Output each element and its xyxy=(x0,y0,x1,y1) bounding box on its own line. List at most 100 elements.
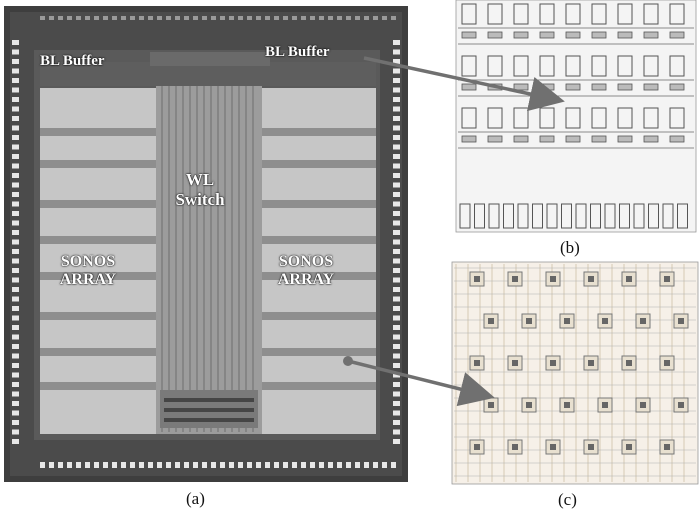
bond-pad xyxy=(58,462,63,468)
bond-pad xyxy=(292,16,297,20)
layout-cell xyxy=(461,3,477,25)
bond-pad xyxy=(166,16,171,20)
bond-pad xyxy=(393,182,400,188)
array-stripe xyxy=(40,200,156,208)
bond-pad xyxy=(175,16,180,20)
bond-pad xyxy=(328,16,333,20)
bond-pad xyxy=(355,16,360,20)
bond-pad xyxy=(393,439,400,444)
bond-pad xyxy=(393,268,400,273)
array-cell-contact xyxy=(512,360,518,366)
bond-pad xyxy=(310,462,315,468)
bond-pad xyxy=(393,372,400,378)
array-stripe xyxy=(262,128,376,136)
bond-pad xyxy=(393,344,400,349)
bond-pad xyxy=(121,462,126,468)
bond-pad xyxy=(319,16,324,20)
bond-pad xyxy=(12,277,19,283)
layout-cell xyxy=(503,203,514,229)
bond-pad xyxy=(12,97,19,102)
bond-pad xyxy=(393,420,400,425)
array-cell-contact xyxy=(640,402,646,408)
bond-pad xyxy=(157,462,162,468)
layout-cell xyxy=(669,55,685,77)
array-cell-contact xyxy=(588,444,594,450)
bond-pad xyxy=(393,230,400,235)
bond-pad xyxy=(12,439,19,444)
bond-pad xyxy=(393,78,400,83)
array-cell-contact xyxy=(512,276,518,282)
wl-switch-region xyxy=(156,70,262,434)
bond-pad xyxy=(393,173,400,178)
bond-pad xyxy=(328,462,333,468)
label-wl-switch-line2: Switch xyxy=(175,189,225,209)
array-stripe xyxy=(40,382,156,390)
array-stripe xyxy=(262,272,376,280)
bond-pad xyxy=(193,462,198,468)
bond-pad xyxy=(274,462,279,468)
bond-pad xyxy=(393,201,400,207)
bond-pad xyxy=(130,16,135,20)
array-cell-contact xyxy=(488,402,494,408)
bond-pad xyxy=(12,40,19,45)
sonos-array-left xyxy=(40,88,156,434)
layout-cell xyxy=(669,83,685,91)
bond-pad xyxy=(391,462,396,468)
bond-pad xyxy=(94,16,99,20)
bond-pad xyxy=(393,239,400,245)
layout-cell xyxy=(590,203,601,229)
bond-pad xyxy=(12,68,19,74)
array-cell-contact xyxy=(664,444,670,450)
sonos-array-right xyxy=(262,88,376,434)
array-cell-contact xyxy=(640,318,646,324)
label-wl-switch-line1: WL xyxy=(185,170,215,189)
array-cell-contact xyxy=(588,360,594,366)
bond-pad xyxy=(12,106,19,112)
caption-b: (b) xyxy=(560,238,580,257)
bond-pad xyxy=(301,16,306,20)
bond-pad xyxy=(393,325,400,330)
bond-pad xyxy=(393,192,400,197)
label-sonos-right-line2: ARRAY xyxy=(277,271,335,289)
bond-pad xyxy=(337,16,342,20)
bond-pad xyxy=(265,16,270,20)
layout-cell xyxy=(517,203,529,229)
array-cell-contact xyxy=(564,318,570,324)
bond-pad xyxy=(85,462,90,468)
array-stripe xyxy=(262,382,376,390)
bond-pad xyxy=(393,306,400,311)
bond-pad xyxy=(393,59,400,64)
bond-pad xyxy=(355,462,360,468)
bond-pad xyxy=(265,462,270,468)
array-stripe xyxy=(262,348,376,356)
bond-pad xyxy=(12,372,19,378)
array-stripes xyxy=(40,128,376,390)
layout-cell xyxy=(487,3,503,25)
array-stripe xyxy=(40,128,156,136)
bond-pad xyxy=(238,462,243,468)
layout-cell xyxy=(669,135,685,143)
bond-pad xyxy=(393,401,400,406)
array-stripe xyxy=(40,348,156,356)
label-bl-buffer-left: BL Buffer xyxy=(40,53,105,69)
bond-pad xyxy=(12,230,19,235)
layout-cell xyxy=(662,203,674,229)
bond-pad xyxy=(49,16,54,20)
bond-pad xyxy=(193,16,198,20)
layout-cell xyxy=(643,107,659,129)
bond-pads xyxy=(12,16,400,468)
layout-cell xyxy=(565,3,581,25)
bond-pad xyxy=(247,16,252,20)
array-cell-contact xyxy=(474,444,480,450)
bond-pad xyxy=(184,16,189,20)
arrow-to-array-layout xyxy=(347,359,495,407)
bond-pad xyxy=(283,16,288,20)
bond-pad xyxy=(220,462,225,468)
layout-cell xyxy=(643,3,659,25)
bond-pad xyxy=(12,382,19,387)
layout-cell xyxy=(669,107,685,129)
array-cell-contact xyxy=(678,318,684,324)
layout-cell xyxy=(513,3,529,25)
bond-pad xyxy=(393,410,400,416)
bond-pad xyxy=(220,16,225,20)
